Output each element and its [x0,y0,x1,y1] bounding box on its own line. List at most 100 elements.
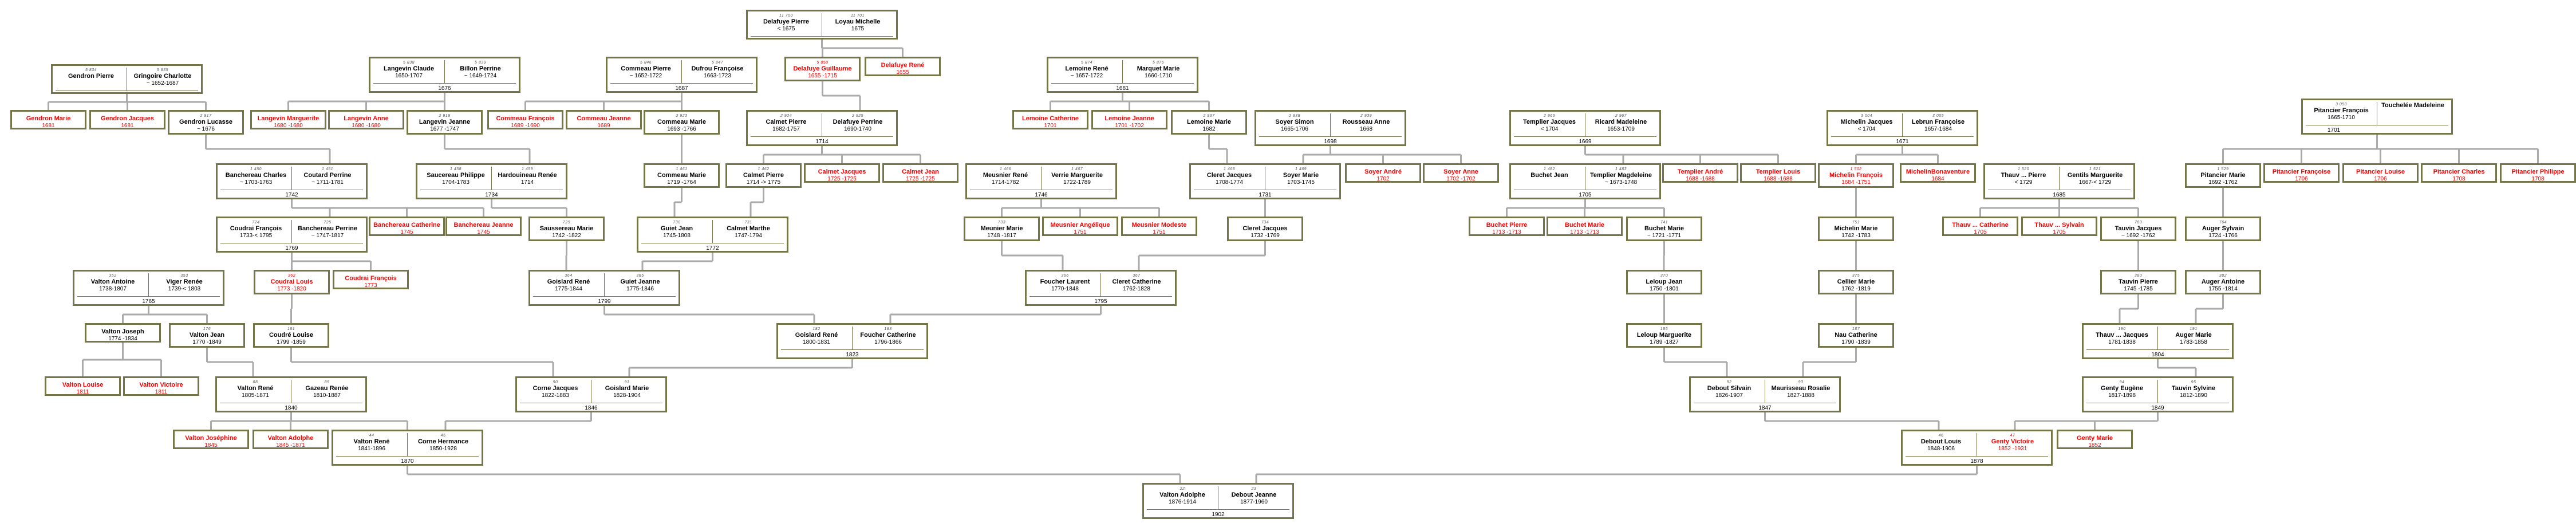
person-name[interactable]: Debout Jeanne [1231,491,1277,498]
person-name[interactable]: Commeau Marie [657,172,706,179]
person-name[interactable]: Marquet Marie [1137,65,1180,72]
person[interactable]: Touchelée Madeleine [2377,102,2448,125]
person-name[interactable]: Gentils Marguerite [2067,172,2123,179]
person-name[interactable]: Lemoine René [1065,65,1108,72]
person-name[interactable]: Lemoine Marie [1186,119,1232,125]
person-name[interactable]: Buchet Jean [1530,172,1568,179]
person-name[interactable]: Valton Jean [189,332,225,339]
person-name[interactable]: Thauv ... Pierre [2001,172,2046,179]
person-name[interactable]: Guiet Jeanne [620,278,660,285]
person-name[interactable]: Coutard Perrine [303,172,352,179]
person-name[interactable]: Calmet Marthe [727,225,770,232]
person-name[interactable]: Pitancier Charles [2433,168,2485,175]
person-name[interactable]: Pitancier François [2314,107,2369,114]
person-name[interactable]: Saucereau Philippe [427,172,485,179]
person-name[interactable]: Leloup Jean [1646,278,1683,285]
person-name[interactable]: Tauvin Pierre [2119,278,2158,285]
person-name[interactable]: Valton Adolphe [267,435,314,442]
person-name[interactable]: Michelin Marie [1834,225,1878,232]
person-name[interactable]: Valton René [353,438,390,445]
person-name[interactable]: Templier Magdeleine [1590,172,1652,179]
person-name[interactable]: Touchelée Madeleine [2381,102,2444,109]
person-name[interactable]: Debout Silvain [1707,385,1751,392]
person-name[interactable]: Langevin Claude [383,65,435,72]
person-name[interactable]: Coudrai François [230,225,282,232]
person-name[interactable]: Templier André [1677,168,1723,175]
person-name[interactable]: Gendron Pierre [68,73,115,80]
person-name[interactable]: Auger Antoine [2201,278,2245,285]
person-name[interactable]: Banchereau Charles [225,172,287,179]
person-name[interactable]: Calmet Pierre [766,119,807,125]
person-name[interactable]: Michelin Jacques [1840,119,1893,125]
person-name[interactable]: Pitancier Philippe [2511,168,2565,175]
person-name[interactable]: Commeau Jeanne [577,115,631,122]
person-name[interactable]: Loyau Michelle [835,18,881,25]
person-name[interactable]: Valton Antoine [90,278,135,285]
